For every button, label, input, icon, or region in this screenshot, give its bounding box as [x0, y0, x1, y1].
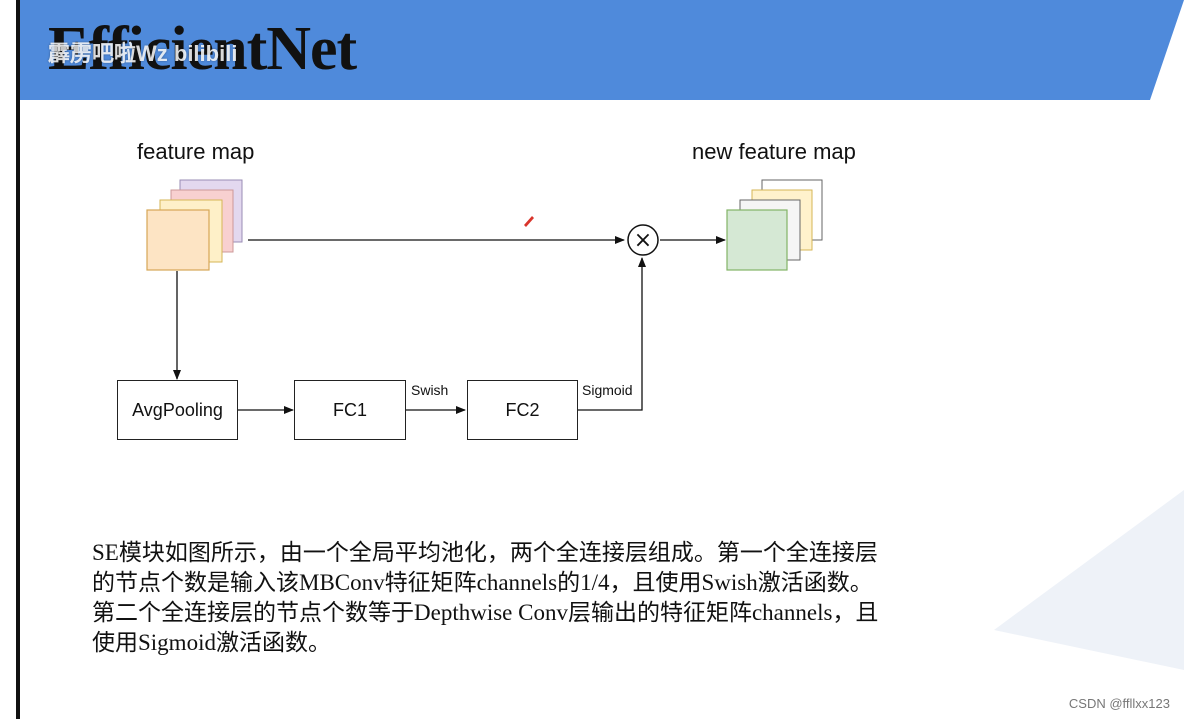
left-frame-border: [16, 0, 20, 719]
csdn-credit: CSDN @ffllxx123: [1068, 696, 1170, 711]
decorative-shape: [994, 490, 1184, 670]
video-watermark: 霹雳吧啦Wz bilibili: [48, 41, 238, 66]
slide-title: EfficientNet: [48, 15, 357, 83]
fc2-box: FC2: [467, 380, 578, 440]
sigmoid-label: Sigmoid: [582, 382, 633, 398]
output-feature-map-label: new feature map: [692, 139, 856, 164]
multiply-symbol: ×: [634, 228, 652, 253]
input-feature-map-label: feature map: [137, 139, 255, 164]
input-feature-stack: [146, 179, 243, 271]
header-background: [20, 0, 1184, 100]
header-bar: EfficientNet 霹雳吧啦Wz bilibili: [20, 0, 1184, 100]
pen-cursor-icon: [524, 216, 534, 227]
multiply-node: [627, 224, 659, 256]
avgpooling-box: AvgPooling: [117, 380, 238, 440]
swish-label: Swish: [411, 382, 449, 398]
fc2-to-multiply-arrow: [578, 257, 646, 411]
description-text: SE模块如图所示，由一个全局平均池化，两个全连接层组成。第一个全连接层的节点个数…: [92, 540, 879, 655]
fc1-box: FC1: [294, 380, 406, 440]
output-feature-stack: [726, 179, 823, 271]
